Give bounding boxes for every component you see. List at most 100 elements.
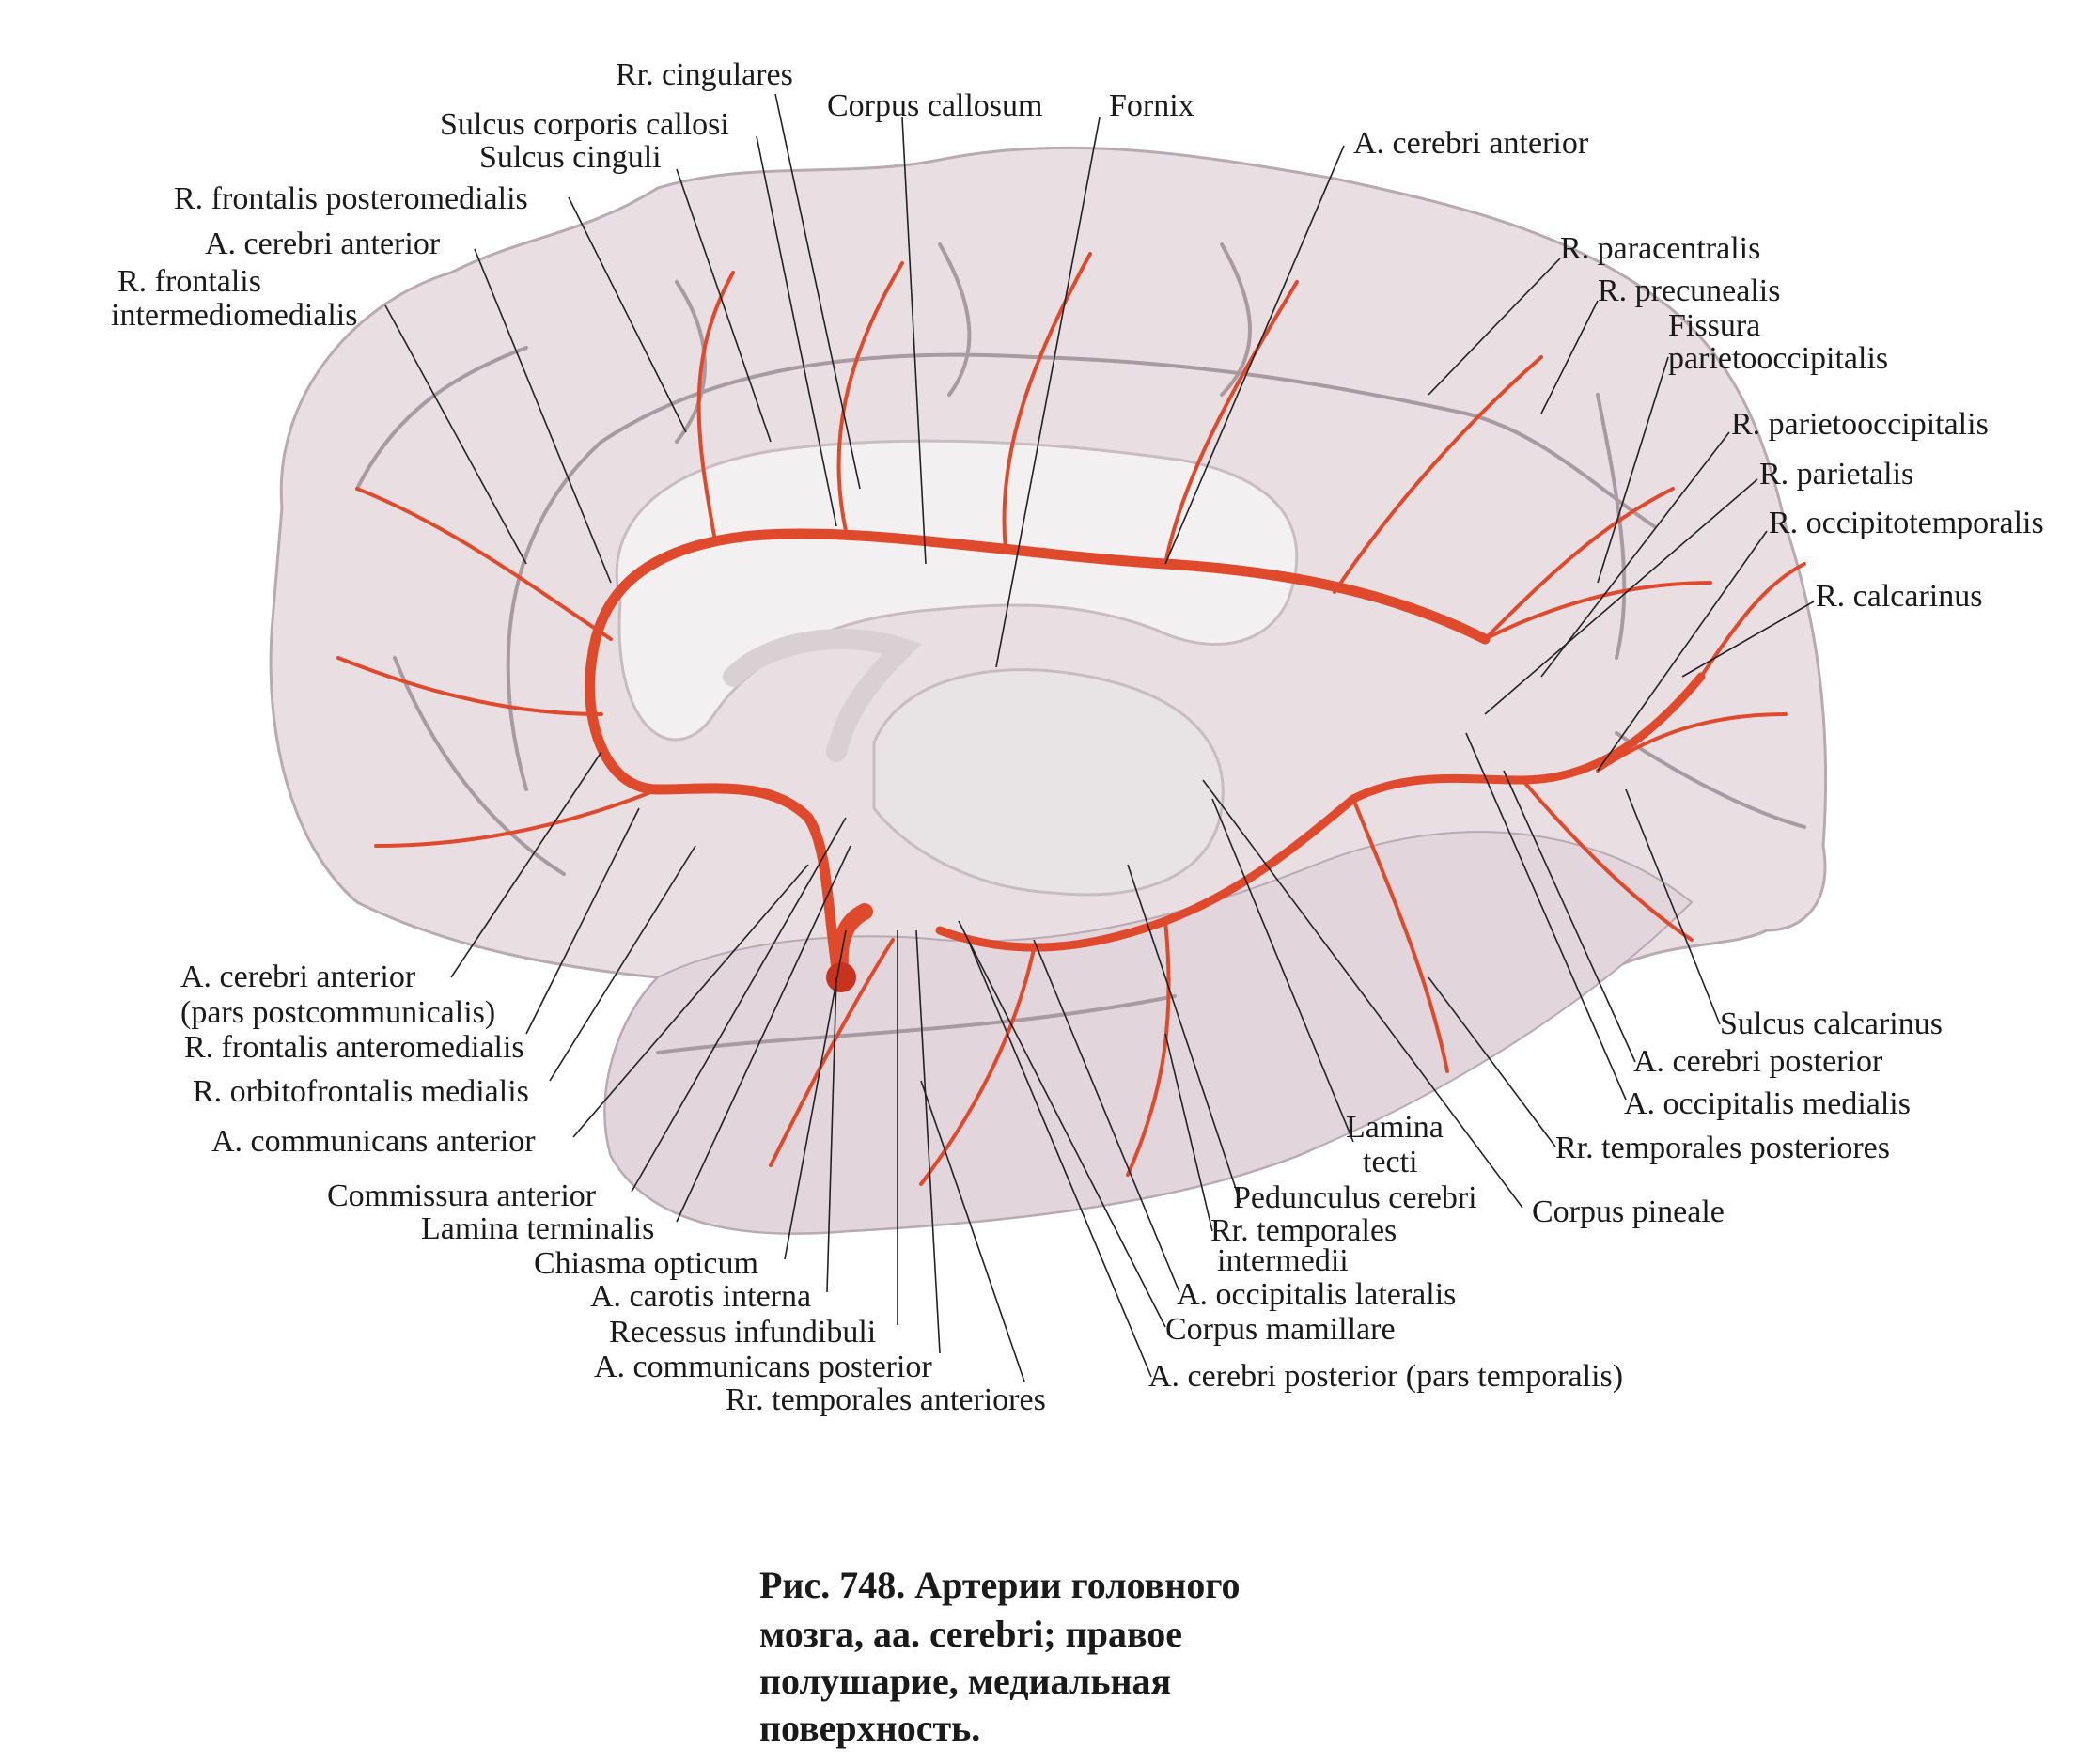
leader-a-cerebri-posterior [1503,770,1636,1063]
branch-9 [374,788,660,848]
label-a-occipitalis-medialis: A. occipitalis medialis [1624,1086,1911,1121]
sulcus-line-8 [656,994,1177,1054]
leader-r-calcarinus [1681,601,1815,678]
label-a-occipitalis-lateralis: A. occipitalis lateralis [1177,1277,1456,1312]
caption-line-1: Рис. 748. Артерии головного [759,1564,1240,1606]
leader-sulcus-corporis-callosi [756,135,837,527]
label-sulcus-corporis-callosi: Sulcus corporis callosi [440,107,729,142]
branch-6 [1483,487,1675,641]
label-commissura-anterior: Commissura anterior [327,1179,597,1213]
label-rr-cingulares: Rr. cingulares [616,57,793,92]
leader-a-cerebri-anterior-top [1164,145,1345,565]
label-a-communicans-anterior: A. communicans anterior [211,1124,536,1159]
diencephalon [872,668,1225,897]
label-a-cerebri-anterior-pars-line1: A. cerebri anterior [180,960,416,994]
leader-a-occipitalis-medialis [1465,732,1627,1101]
leader-r-frontalis-intermediomedialis [384,304,527,565]
sulcus-line-5 [1220,242,1252,397]
label-r-frontalis-line1: R. frontalis [117,264,261,299]
caption-line-4: поверхность. [759,1707,980,1749]
label-rr-temporales-intermedii-line1: Rr. temporales [1210,1213,1397,1248]
leader-rr-cingulares [774,93,861,490]
label-corpus-pineale: Corpus pineale [1532,1194,1725,1229]
leader-rr-temporales-anteriores [920,1080,1025,1382]
sulcus-line-2 [355,346,528,491]
branch-16 [1483,581,1712,641]
fornix-shape [723,629,922,762]
label-r-calcarinus: R. calcarinus [1816,579,1983,614]
branch-4 [1163,280,1299,566]
branch-11 [919,947,1036,1186]
label-a-cerebri-anterior-top: A. cerebri anterior [1353,126,1589,161]
label-chiasma-opticum: Chiasma opticum [534,1246,758,1281]
label-a-communicans-posterior: A. communicans posterior [594,1350,932,1384]
sulcus-cinguli-line [506,352,1656,791]
leader-corpus-pineale [1202,779,1523,1209]
label-sulcus-calcarinus: Sulcus calcarinus [1720,1007,1943,1041]
leader-fissura [1597,356,1669,584]
leader-sulcus-cinguli [676,168,772,443]
leader-a-occipitalis-lateralis [1033,939,1180,1293]
label-a-cerebri-posterior: A. cerebri posterior [1633,1044,1883,1079]
label-a-carotis-interna: A. carotis interna [590,1279,811,1314]
leader-lamina-tecti [1211,798,1354,1143]
leader-a-communicans-anterior [572,864,809,1138]
leader-a-cerebri-anterior-pars [450,751,602,978]
label-fissura-line1: Fissura [1668,308,1760,343]
leader-fornix [995,117,1101,668]
leader-r-frontalis-posteromedialis [568,196,687,433]
branch-10 [1126,919,1171,1177]
label-r-frontalis-anteromedialis: R. frontalis anteromedialis [184,1030,524,1065]
label-sulcus-cinguli: Sulcus cinguli [479,140,662,175]
sulcus-line-3 [675,280,707,444]
label-r-precunealis: R. precunealis [1598,273,1781,308]
leader-r-orbitofrontalis-medialis [549,845,696,1082]
leader-r-parietooccipitalis [1540,431,1730,678]
leader-a-cerebri-anterior-left [474,248,612,584]
branch-12 [1351,797,1449,1073]
anterior-cerebral-artery [585,528,1491,974]
label-rr-temporales-posteriores: Rr. temporales posteriores [1555,1131,1890,1165]
label-corpus-callosum: Corpus callosum [827,88,1042,123]
branch-3 [1002,252,1092,552]
label-r-frontalis-line2: intermediomedialis [111,298,358,333]
sulcus-line-6 [1596,393,1627,660]
branch-5 [1333,355,1543,594]
label-lamina-tecti-line2: tecti [1363,1145,1418,1179]
leader-r-paracentralis [1428,258,1561,396]
label-recessus-infundibuli: Recessus infundibuli [609,1315,876,1350]
label-corpus-mamillare: Corpus mamillare [1165,1312,1396,1347]
branch-8 [336,656,603,716]
label-fissura-line2: parietooccipitalis [1668,341,1888,376]
branch-7 [355,487,613,641]
leader-lines [384,93,1815,1382]
corpus-callosum-shape [615,439,1299,742]
leader-a-cerebri-posterior-pars-temporalis [967,939,1152,1378]
label-lamina-tecti-line1: Lamina [1346,1110,1444,1145]
carotid-cut [826,962,856,992]
figure-caption: Рис. 748. Артерии головного мозга, аа. c… [759,1564,1240,1749]
branch-17 [769,938,895,1167]
branch-13 [1521,778,1694,942]
label-r-parietooccipitalis: R. parietooccipitalis [1731,407,1989,442]
artery-branches [336,252,1806,1186]
leader-a-carotis-interna [826,976,837,1293]
leader-r-frontalis-anteromedialis [525,807,640,1035]
leader-r-parietalis [1484,478,1758,715]
label-lamina-terminalis: Lamina terminalis [421,1211,654,1246]
leader-rr-temporales-intermedii [1164,1033,1213,1232]
sulcus-line-4 [938,242,972,397]
label-r-orbitofrontalis-medialis: R. orbitofrontalis medialis [193,1074,529,1109]
leader-pedunculus-cerebri [1127,864,1241,1204]
leader-a-communicans-posterior [915,929,941,1354]
leader-sulcus-calcarinus [1625,788,1721,1025]
arteries [336,252,1806,1186]
label-fornix: Fornix [1109,88,1194,123]
leader-r-precunealis [1540,300,1599,414]
label-r-occipitotemporalis: R. occipitotemporalis [1769,506,2044,540]
sulci [355,242,1806,1054]
branch-15 [1596,712,1788,773]
leader-commissura-anterior [631,817,847,1193]
label-r-frontalis-posteromedialis: R. frontalis posteromedialis [174,181,528,216]
labels: Rr. cingulares Corpus callosum Fornix Su… [111,57,2044,1417]
